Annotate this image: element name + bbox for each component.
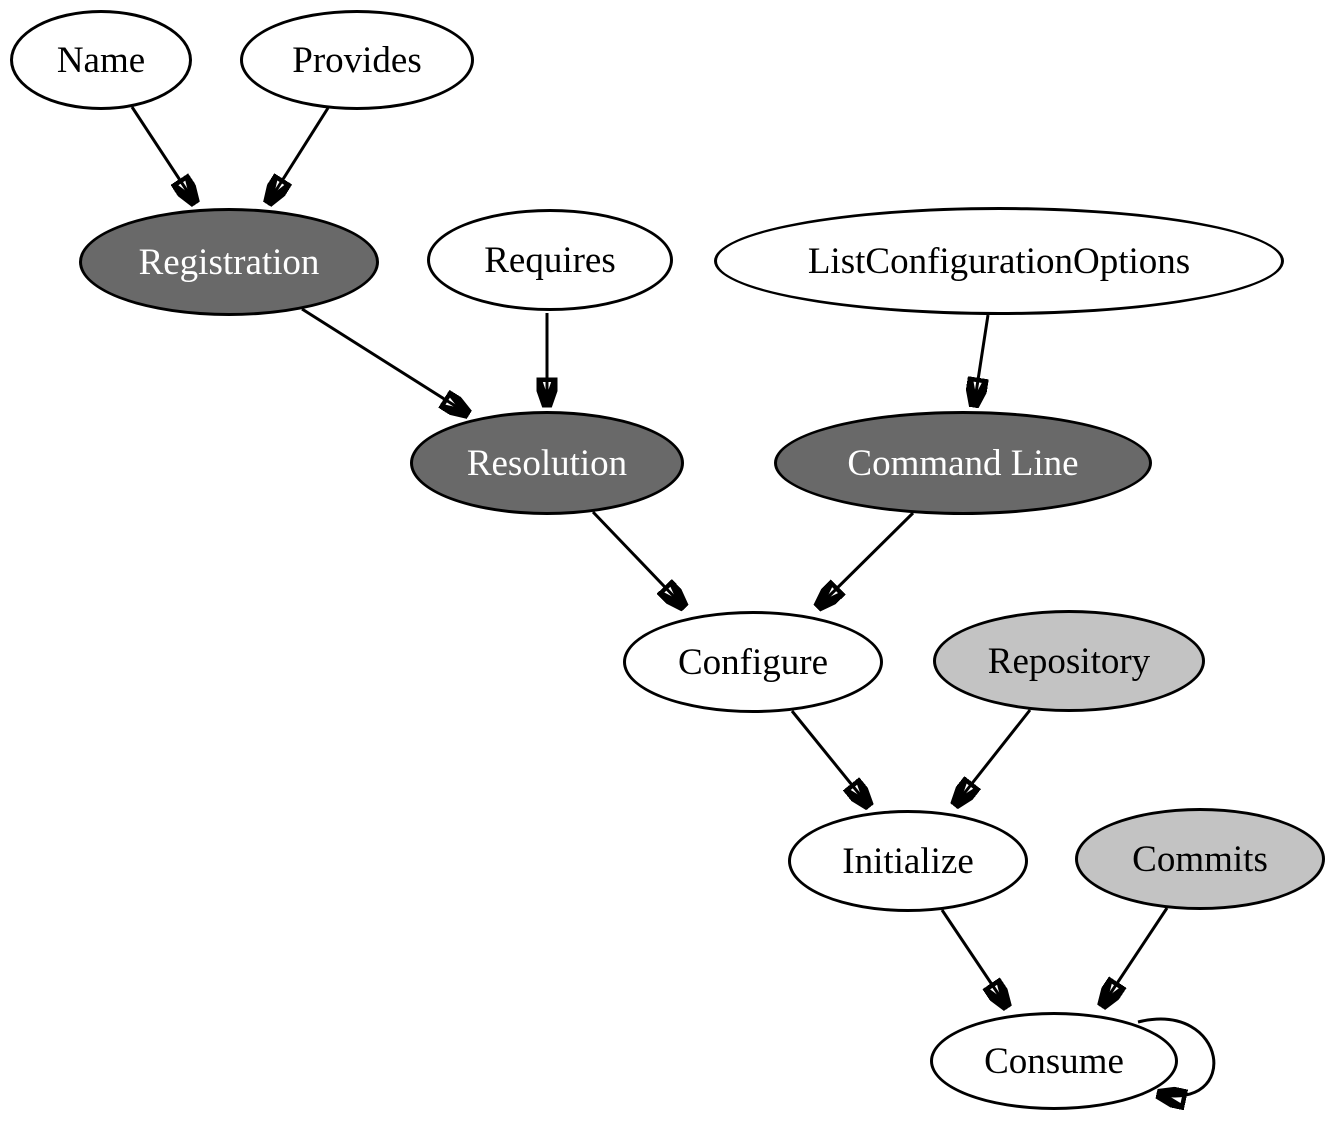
edge-resolution-to-configure: [591, 510, 684, 607]
node-command-line: Command Line: [774, 411, 1152, 515]
edge-provides-to-registration: [268, 107, 330, 203]
edge-commandline-to-configure: [818, 511, 915, 607]
edge-repository-to-initialize: [955, 709, 1032, 805]
edge-configure-to-initialize: [790, 710, 869, 806]
edge-initialize-to-consume: [940, 909, 1007, 1007]
node-consume: Consume: [930, 1012, 1178, 1110]
edge-registration-to-resolution: [301, 307, 468, 414]
node-commits: Commits: [1075, 808, 1325, 910]
node-configure: Configure: [623, 611, 883, 713]
node-registration: Registration: [79, 208, 379, 316]
node-initialize: Initialize: [788, 810, 1028, 912]
edge-commits-to-consume: [1102, 907, 1169, 1006]
node-requires: Requires: [427, 209, 673, 311]
node-list-configuration-options: ListConfigurationOptions: [714, 207, 1284, 315]
node-resolution: Resolution: [410, 411, 684, 515]
edge-consume-self-loop: [1137, 1017, 1216, 1096]
node-repository: Repository: [933, 610, 1205, 712]
node-provides: Provides: [240, 10, 474, 110]
edge-listconfigurationoptions-to-commandline: [974, 314, 990, 406]
edge-name-to-registration: [130, 106, 195, 203]
node-name: Name: [10, 10, 192, 110]
